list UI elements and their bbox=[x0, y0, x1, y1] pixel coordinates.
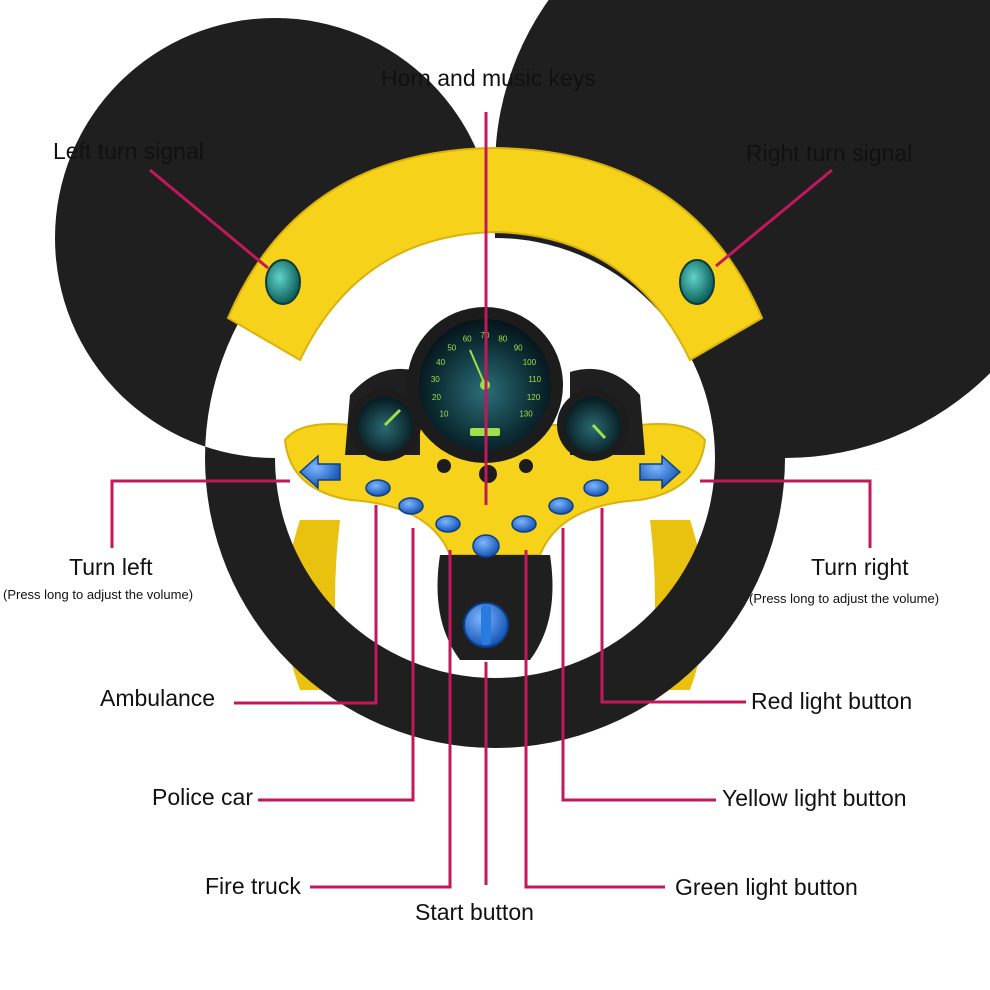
leader-lines bbox=[110, 112, 872, 889]
right-small-dial bbox=[557, 389, 629, 461]
leader-turn-right bbox=[700, 479, 872, 548]
leader-police bbox=[258, 528, 415, 802]
speedometer-tick-label: 130 bbox=[519, 410, 533, 419]
label-police-car: Police car bbox=[152, 784, 253, 810]
label-right-turn-signal: Right turn signal bbox=[746, 140, 913, 166]
right-turn-signal-lamp bbox=[679, 259, 715, 305]
speedometer-tick-label: 60 bbox=[463, 334, 472, 343]
label-ambulance: Ambulance bbox=[100, 685, 216, 711]
label-turn-right: Turn right bbox=[811, 554, 909, 580]
label-left-turn-signal: Left turn signal bbox=[53, 138, 204, 164]
speedometer-tick-label: 90 bbox=[514, 344, 523, 353]
label-fire-truck: Fire truck bbox=[205, 873, 301, 899]
leader-red-light bbox=[600, 508, 746, 704]
speedometer-tick-label: 10 bbox=[440, 410, 449, 419]
label-turn-left: Turn left bbox=[69, 554, 153, 580]
label-turn-left-note: (Press long to adjust the volume) bbox=[3, 587, 194, 602]
speedometer-tick-label: 120 bbox=[527, 393, 541, 402]
speedometer-tick-label: 40 bbox=[436, 358, 445, 367]
leader-right-signal bbox=[715, 168, 833, 268]
left-turn-signal-lamp bbox=[265, 259, 301, 305]
speedometer-tick-label: 20 bbox=[432, 393, 441, 402]
leader-yellow-light bbox=[561, 528, 716, 802]
leader-left-signal bbox=[149, 168, 269, 270]
speedometer-tick-label: 50 bbox=[447, 344, 456, 353]
turn-right-arrow-icon bbox=[639, 454, 682, 490]
label-turn-right-note: (Press long to adjust the volume) bbox=[749, 591, 940, 606]
speedometer-tick-label: 100 bbox=[523, 358, 537, 367]
leader-fire bbox=[310, 550, 452, 889]
turn-left-arrow-icon bbox=[298, 454, 341, 490]
indicator-lights bbox=[437, 459, 533, 483]
wheel-rim-yellow bbox=[226, 146, 764, 362]
function-buttons bbox=[365, 479, 609, 558]
label-horn-and-music-keys: Horn and music keys bbox=[381, 65, 596, 91]
start-knob bbox=[463, 602, 509, 648]
leader-green-light bbox=[524, 550, 665, 889]
speedometer-tick-label: 30 bbox=[431, 375, 440, 384]
label-green-light-button: Green light button bbox=[675, 874, 858, 900]
left-small-dial bbox=[349, 389, 421, 461]
leader-turn-left bbox=[110, 479, 290, 548]
label-red-light-button: Red light button bbox=[751, 688, 913, 714]
label-yellow-light-button: Yellow light button bbox=[722, 785, 907, 811]
wheel-rim-black bbox=[55, 0, 990, 748]
leader-ambulance bbox=[234, 505, 378, 705]
label-start-button: Start button bbox=[415, 899, 534, 925]
speedometer-tick-label: 80 bbox=[498, 334, 507, 343]
speedometer-tick-label: 110 bbox=[528, 375, 541, 384]
